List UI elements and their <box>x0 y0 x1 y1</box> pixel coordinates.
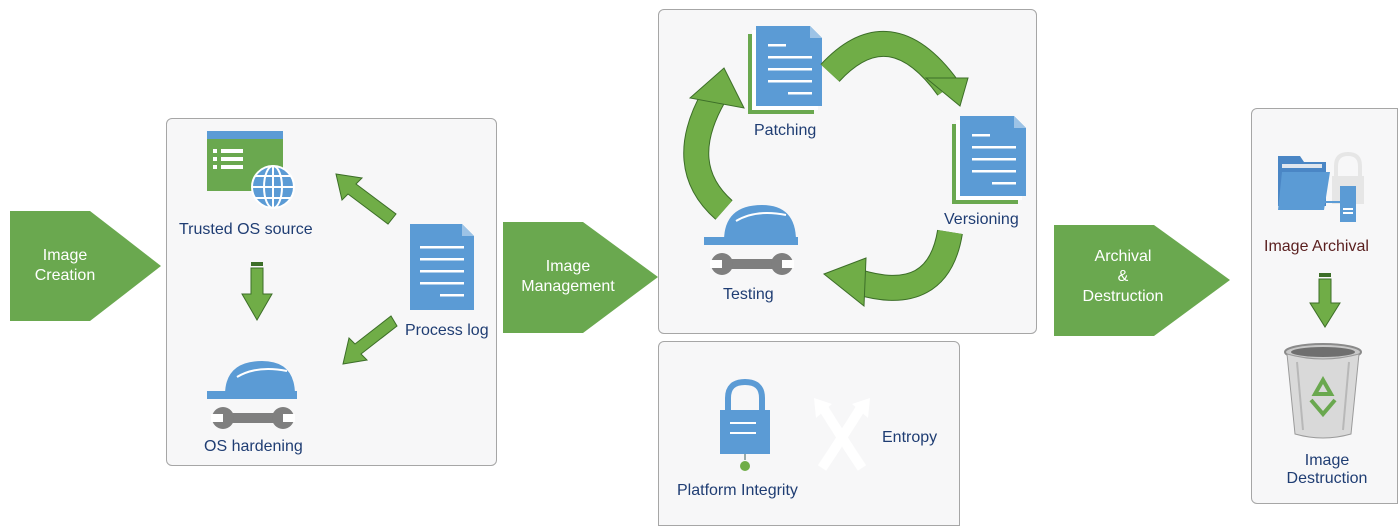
stage-image-creation: Image Creation <box>10 211 161 321</box>
down-arrow-icon <box>1309 273 1341 328</box>
lock-icon <box>720 378 770 471</box>
process-log-label: Process log <box>405 322 489 339</box>
image-archival-label: Image Archival <box>1264 238 1369 255</box>
image-destruction-line2: Destruction <box>1286 470 1368 487</box>
stage-creation-line2: Creation <box>34 267 96 284</box>
stage-arrow-shape <box>503 222 658 333</box>
stage-archival-destruction: Archival & Destruction <box>1054 225 1230 336</box>
hardhat-wrench-icon <box>207 361 297 429</box>
hardhat-wrench-icon <box>704 205 798 275</box>
os-hardening-label: OS hardening <box>204 438 303 455</box>
entropy-label: Entropy <box>882 429 938 446</box>
document-icon <box>410 224 474 310</box>
entropy-icon <box>814 398 870 471</box>
recycle-bin-icon <box>1284 343 1362 439</box>
archive-folder-icon <box>1278 151 1364 222</box>
versioning-label: Versioning <box>944 211 1019 228</box>
trusted-os-source-label: Trusted OS source <box>179 221 313 238</box>
stage-management-line1: Image <box>545 258 591 275</box>
image-destruction-label: Image Destruction <box>1272 452 1382 488</box>
curved-arrow-icon <box>820 30 969 107</box>
stage-management-line2: Management <box>521 278 615 295</box>
documents-stack-icon <box>748 26 822 114</box>
curved-arrow-icon <box>823 229 963 308</box>
stage-archival-line3: Destruction <box>1082 288 1164 305</box>
stage-creation-line1: Image <box>42 247 88 264</box>
platform-integrity-label: Platform Integrity <box>677 482 798 499</box>
up-left-arrow-icon <box>335 173 397 225</box>
down-arrow-icon <box>241 262 273 322</box>
image-destruction-line1: Image <box>1304 452 1350 469</box>
down-left-arrow-icon <box>342 315 398 365</box>
stage-archival-line1: Archival <box>1094 248 1152 265</box>
stage-image-management: Image Management <box>503 222 658 333</box>
browser-globe-icon <box>207 131 295 209</box>
stage-arrow-shape <box>1054 225 1230 336</box>
curved-arrow-icon <box>683 67 745 220</box>
documents-stack-icon <box>952 116 1026 204</box>
stage-arrow-shape <box>10 211 161 321</box>
patching-label: Patching <box>754 122 817 139</box>
stage-archival-line2: & <box>1117 268 1129 285</box>
testing-label: Testing <box>723 286 774 303</box>
